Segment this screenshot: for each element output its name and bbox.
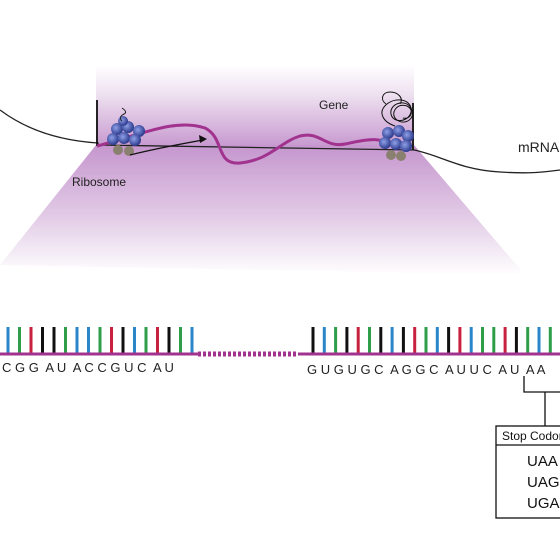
protein-chain-icon <box>119 107 127 122</box>
sequence-text-left: C G G A U A C C G U C A U <box>2 360 174 375</box>
gene-label: Gene <box>319 98 349 112</box>
ribosome-icon <box>107 116 145 156</box>
nucleotide-bases <box>6 327 552 354</box>
mrna-label: mRNA <box>518 139 560 155</box>
sequence-text-right: G U G U G C A G G C A U U C A U A A <box>307 362 546 377</box>
protein-chain-icon <box>381 91 413 127</box>
magnification-cone <box>0 145 525 275</box>
arrow-icon <box>129 139 204 156</box>
ribosome-icon <box>379 125 414 161</box>
stop-codon-box: Stop Codons UAA UAG UGA <box>495 425 560 519</box>
stop-codon-title: Stop Codons <box>502 429 560 443</box>
ribosome-label: Ribosome <box>72 175 126 189</box>
stop-codon-uaa: UAA <box>527 453 558 470</box>
coding-region-strand <box>96 123 398 165</box>
stop-codon-bracket <box>523 376 560 426</box>
stop-codon-uag: UAG <box>527 474 560 491</box>
arrow-head <box>199 135 207 143</box>
mrna-strand-line <box>0 109 560 174</box>
stop-codon-uga: UGA <box>527 495 560 512</box>
